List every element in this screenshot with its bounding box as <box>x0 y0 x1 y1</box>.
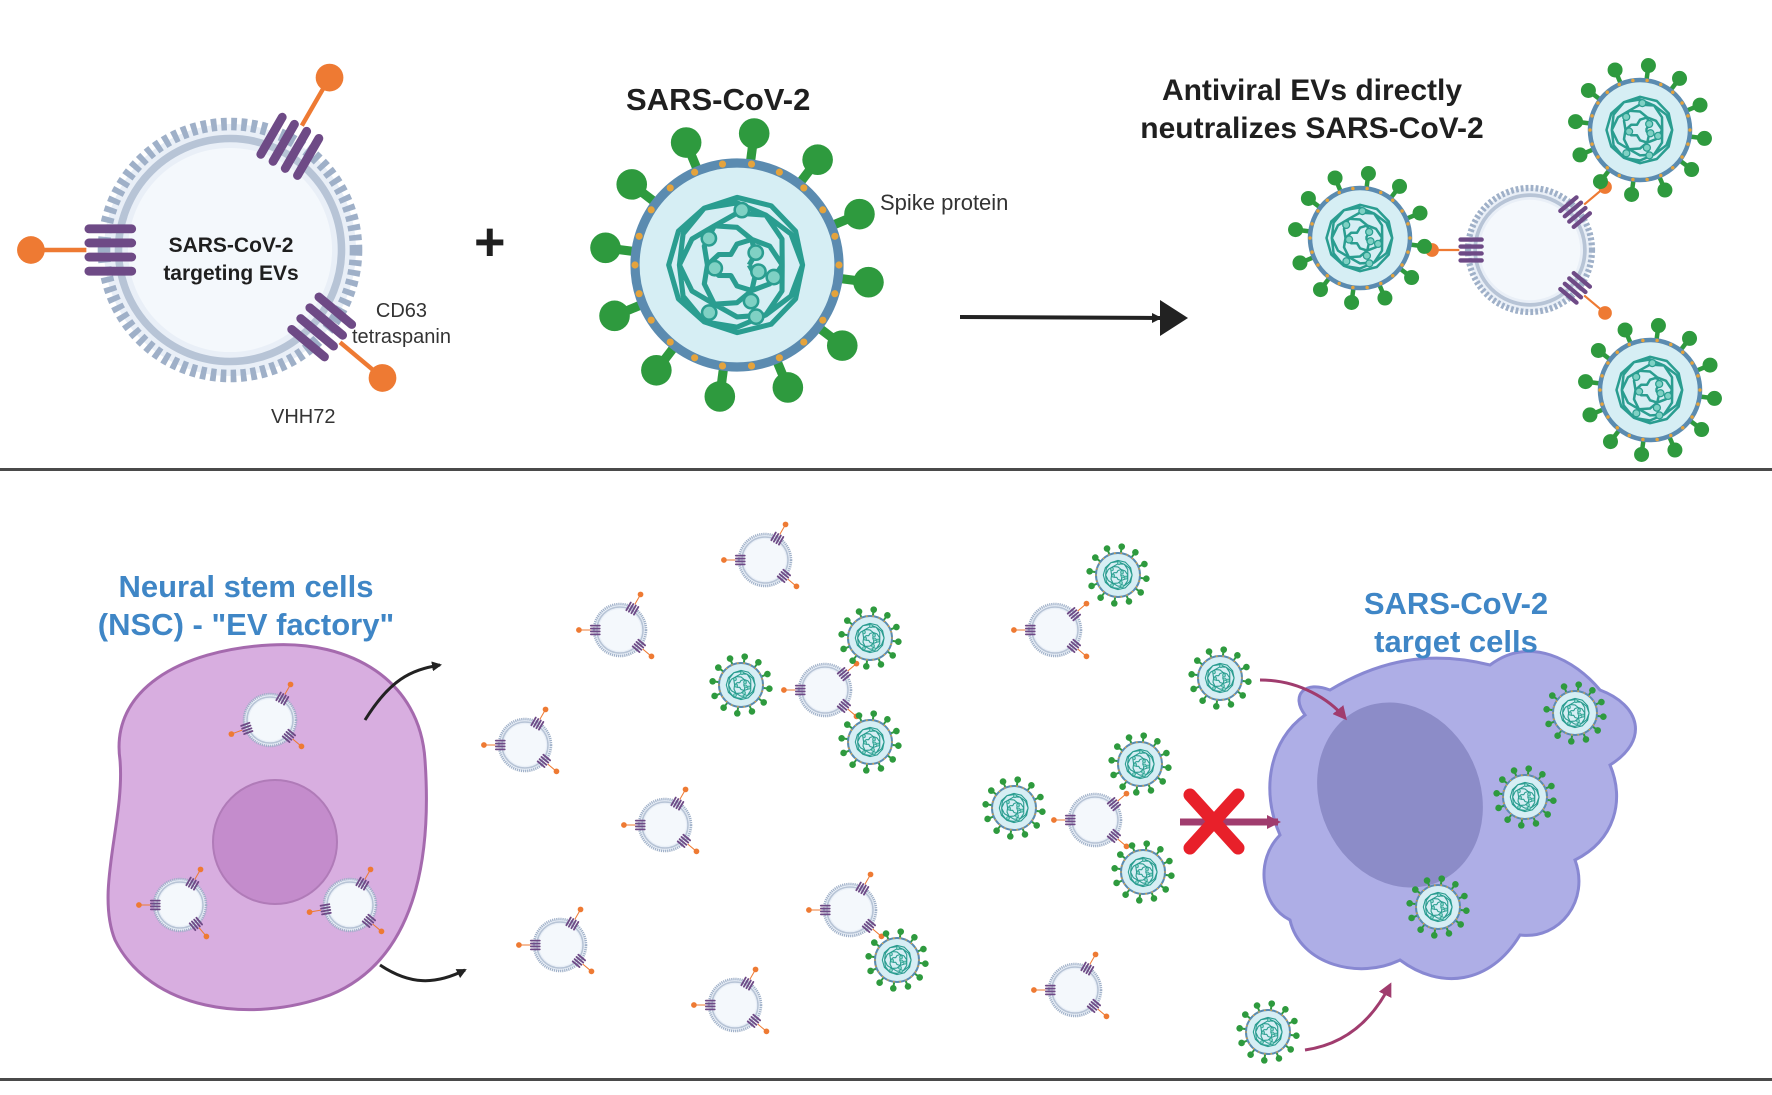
nsc-label: Neural stem cells (NSC) - "EV factory" <box>66 568 426 644</box>
virus-icon-1 <box>838 606 902 670</box>
virus-icon-5 <box>1086 543 1150 607</box>
virus-icon-12 <box>1493 765 1557 829</box>
ev-icon-12 <box>1011 600 1090 660</box>
virus-icon-11 <box>1543 681 1607 745</box>
ev-icon-4 <box>576 591 655 660</box>
virus-bound-icon-2 <box>1288 166 1432 310</box>
infection-arrow-icon-2 <box>1304 982 1392 1052</box>
virus-icon-9 <box>1111 840 1175 904</box>
virus-bound-icon-3 <box>1578 318 1722 462</box>
ev-label-line2: targeting EVs <box>163 262 299 285</box>
target-cells-label: SARS-CoV-2 target cells <box>1346 585 1566 661</box>
virus-large-icon <box>590 118 884 412</box>
arrow-head-icon <box>1160 300 1188 336</box>
target-label-line1: SARS-CoV-2 <box>1363 586 1549 621</box>
ev-icon-2 <box>136 866 210 940</box>
ev-icon-1 <box>228 681 305 750</box>
ev-neutralizing-icon <box>1425 180 1612 320</box>
infection-arrow-icon-1 <box>1259 678 1347 721</box>
virus-icon-2 <box>709 653 773 717</box>
ev-large-icon <box>17 63 397 392</box>
ev-icon-5 <box>721 521 800 590</box>
spike-protein-label: Spike protein <box>880 190 1009 215</box>
virus-icon-3 <box>838 710 902 774</box>
ev-icon-11 <box>691 966 770 1035</box>
arrow-icon <box>959 312 1162 323</box>
ev-icon-13 <box>1051 790 1130 850</box>
ev-icon-9 <box>516 906 595 975</box>
ev-label-line1: SARS-CoV-2 <box>168 234 294 257</box>
cross-icon <box>1183 788 1245 855</box>
nsc-label-line1: Neural stem cells <box>118 569 374 604</box>
target-nucleus-icon <box>1317 702 1483 888</box>
virus-icon-8 <box>982 776 1046 840</box>
ev-label: SARS-CoV-2 targeting EVs <box>150 232 312 288</box>
panel-divider-top <box>0 468 1772 471</box>
cd63-label-line2: tetraspanin <box>352 326 451 348</box>
virus-icon-13 <box>1406 875 1470 939</box>
ev-icon-14 <box>1031 951 1110 1020</box>
virus-icon-10 <box>1236 1000 1300 1064</box>
virus-icon-6 <box>1188 646 1252 710</box>
target-label-line2: target cells <box>1374 624 1538 659</box>
secretion-arrow-icon-1 <box>363 661 442 721</box>
result-title-line1: Antiviral EVs directly <box>1161 74 1463 107</box>
plus-sign: + <box>474 212 506 272</box>
virus-title: SARS-CoV-2 <box>626 82 811 117</box>
ev-icon-3 <box>306 866 385 935</box>
secretion-arrow-icon-2 <box>379 963 467 983</box>
nsc-label-line2: (NSC) - "EV factory" <box>97 607 395 642</box>
ev-icon-6 <box>481 706 560 775</box>
virus-icon-4 <box>865 928 929 992</box>
panel-divider-bottom <box>0 1078 1772 1081</box>
ev-icon-8 <box>621 786 700 855</box>
result-title-line2: neutralizes SARS-CoV-2 <box>1140 112 1484 145</box>
vhh72-label: VHH72 <box>271 406 336 428</box>
result-title: Antiviral EVs directly neutralizes SARS-… <box>1116 72 1508 148</box>
virus-icon-7 <box>1108 732 1172 796</box>
ev-icon-10 <box>806 871 885 940</box>
cd63-label-line1: CD63 <box>375 300 428 322</box>
cd63-label: CD63 tetraspanin <box>352 298 451 350</box>
virus-bound-icon-1 <box>1568 58 1712 202</box>
nucleus-icon <box>212 779 338 905</box>
ev-icon-7 <box>781 660 860 720</box>
